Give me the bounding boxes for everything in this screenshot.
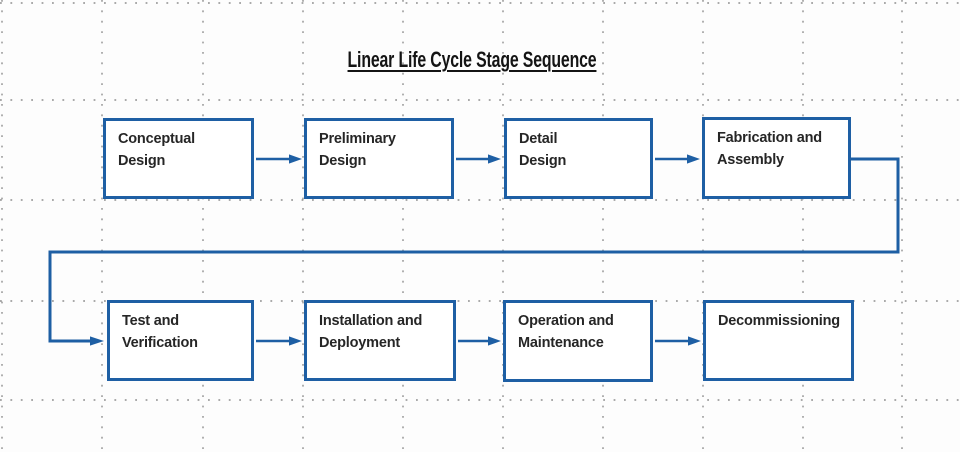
arrow-head-icon <box>688 336 701 346</box>
stage-label-line: Decommissioning <box>718 313 840 329</box>
flow-arrow-conceptual-to-preliminary <box>256 154 302 164</box>
stage-label-line: Deployment <box>319 335 400 351</box>
stage-label-line: Conceptual <box>118 131 195 147</box>
stage-label-line: Design <box>519 153 567 169</box>
stage-box-fabrication-and-assembly: Fabrication and Assembly <box>702 117 851 199</box>
arrow-head-icon <box>90 336 104 346</box>
flow-arrow-installation-to-operation <box>458 336 501 346</box>
stage-label-line: Test and <box>122 313 179 329</box>
diagram-title: Linear Life Cycle Stage Sequence <box>347 47 597 72</box>
arrow-head-icon <box>488 154 501 164</box>
stage-label-line: Design <box>118 153 166 169</box>
stage-label-line: Installation and <box>319 313 423 329</box>
stage-box-detail-design: Detail Design <box>504 118 653 199</box>
stage-box-preliminary-design: Preliminary Design <box>304 118 454 199</box>
flow-arrow-preliminary-to-detail <box>456 154 501 164</box>
stage-box-conceptual-design: Conceptual Design <box>103 118 254 199</box>
stage-label-line: Detail <box>519 131 558 147</box>
arrow-head-icon <box>289 154 302 164</box>
stage-label-line: Maintenance <box>518 335 604 351</box>
stage-box-decommissioning: Decommissioning <box>703 300 854 381</box>
arrow-head-icon <box>687 154 700 164</box>
stage-label-line: Preliminary <box>319 131 396 147</box>
arrow-head-icon <box>488 336 501 346</box>
arrow-head-icon <box>289 336 302 346</box>
stage-label-line: Assembly <box>717 152 784 168</box>
flow-arrow-test-to-installation <box>256 336 302 346</box>
stage-label-line: Design <box>319 153 367 169</box>
stage-box-installation-and-deployment: Installation and Deployment <box>304 300 456 381</box>
stage-label-line: Verification <box>122 335 198 351</box>
stage-label-line: Fabrication and <box>717 130 822 146</box>
flow-arrow-operation-to-decommissioning <box>655 336 701 346</box>
flow-arrow-detail-to-fabrication <box>655 154 700 164</box>
stage-box-operation-and-maintenance: Operation and Maintenance <box>503 300 653 382</box>
stage-box-test-and-verification: Test and Verification <box>107 300 254 381</box>
stage-label-line: Operation and <box>518 313 614 329</box>
